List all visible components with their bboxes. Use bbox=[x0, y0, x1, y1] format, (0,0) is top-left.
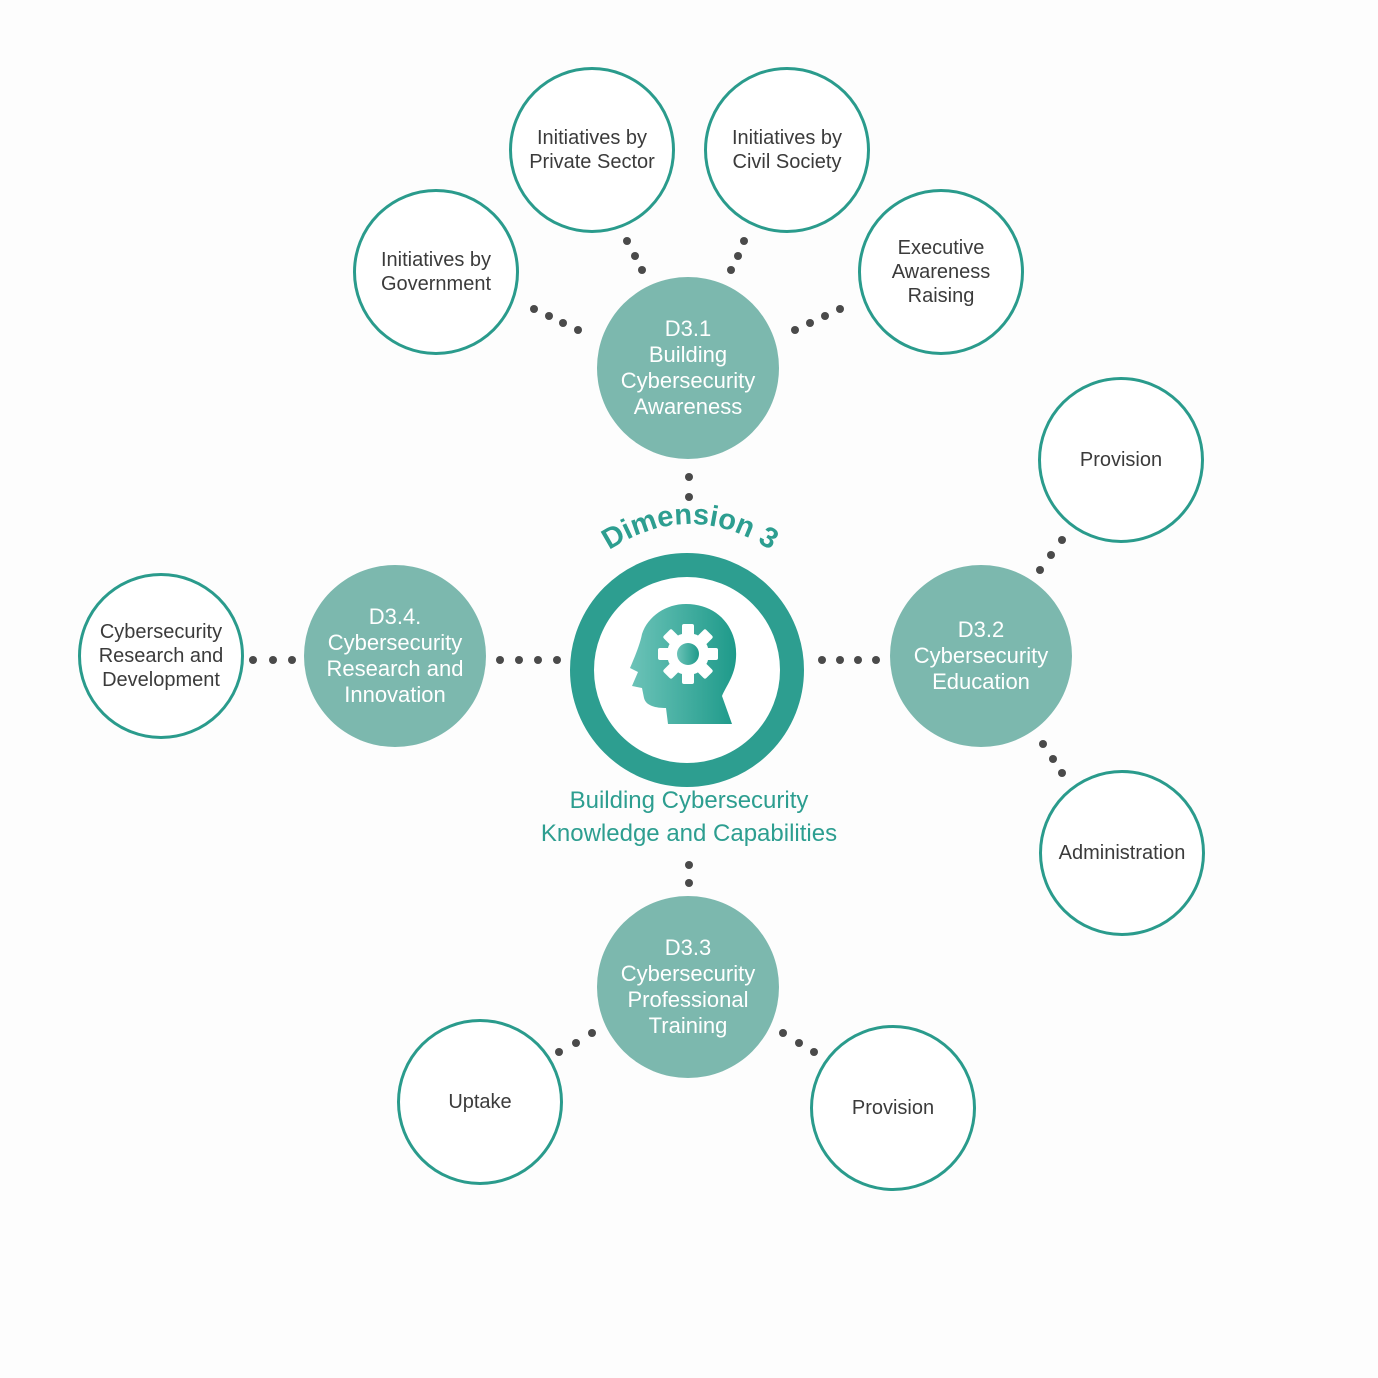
node-line: Awareness bbox=[891, 261, 991, 283]
node-line: Administration bbox=[1058, 842, 1186, 864]
connector-dot bbox=[571, 1038, 580, 1047]
connector-dot bbox=[836, 305, 844, 313]
svg-text:Dimension 3: Dimension 3 bbox=[596, 499, 783, 556]
connector-dot bbox=[515, 656, 523, 664]
connector-dot bbox=[288, 656, 296, 664]
connector-dot bbox=[496, 656, 504, 664]
connector-dot bbox=[818, 656, 826, 664]
connector-dot bbox=[530, 305, 538, 313]
node-line: Building bbox=[648, 342, 728, 367]
subtitle-line: Knowledge and Capabilities bbox=[540, 820, 838, 847]
connector-dot bbox=[685, 861, 693, 869]
node-line: Research and bbox=[98, 645, 224, 667]
dimension-title: Dimension 3 bbox=[596, 499, 783, 556]
dimension-subtitle: Building Cybersecurity Knowledge and Cap… bbox=[489, 784, 889, 850]
node-line: Research and bbox=[326, 656, 464, 681]
node-line: Cybersecurity bbox=[620, 961, 756, 986]
subdimension-d3-1: D3.1 Building Cybersecurity Awareness bbox=[597, 277, 779, 459]
connector-dot bbox=[727, 266, 735, 274]
node-line: Awareness bbox=[633, 394, 743, 419]
node-line: Development bbox=[102, 669, 220, 691]
factor-executive-awareness-raising: Executive Awareness Raising bbox=[858, 189, 1024, 355]
connector-dot bbox=[794, 1038, 803, 1047]
factor-initiatives-government: Initiatives by Government bbox=[353, 189, 519, 355]
node-line: Private Sector bbox=[529, 151, 655, 173]
connector-dot bbox=[685, 879, 693, 887]
factor-initiatives-private-sector: Initiatives by Private Sector bbox=[509, 67, 675, 233]
connector-dot bbox=[630, 251, 639, 260]
connector-dot bbox=[821, 312, 829, 320]
node-line: Innovation bbox=[344, 682, 446, 707]
connector-dot bbox=[638, 266, 646, 274]
node-line: D3.2 bbox=[957, 617, 1005, 642]
factor-education-administration: Administration bbox=[1039, 770, 1205, 936]
subdimension-d3-3: D3.3 Cybersecurity Professional Training bbox=[597, 896, 779, 1078]
connector-dot bbox=[1058, 769, 1066, 777]
connector-dot bbox=[268, 656, 277, 664]
factor-education-provision: Provision bbox=[1038, 377, 1204, 543]
connector-dot bbox=[1048, 754, 1057, 763]
connector-dot bbox=[791, 326, 799, 334]
connector-dot bbox=[588, 1029, 596, 1037]
connector-dot bbox=[685, 473, 693, 481]
connector-dot bbox=[553, 656, 561, 664]
dimension-title-text: Dimension 3 bbox=[596, 499, 783, 556]
node-line: Cybersecurity bbox=[913, 643, 1049, 668]
node-line: Professional bbox=[627, 987, 749, 1012]
connector-dot bbox=[623, 237, 631, 245]
node-line: D3.1 bbox=[664, 316, 712, 341]
connector-dot bbox=[249, 656, 257, 664]
subdimension-d3-2: D3.2 Cybersecurity Education bbox=[890, 565, 1072, 747]
connector-dot bbox=[544, 312, 553, 320]
connector-dot bbox=[733, 251, 742, 260]
node-line: Uptake bbox=[448, 1091, 512, 1113]
connector-dot bbox=[559, 319, 568, 327]
node-line: Provision bbox=[851, 1097, 935, 1119]
node-line: Initiatives by bbox=[380, 249, 492, 271]
node-line: Raising bbox=[907, 285, 975, 307]
node-line: Cybersecurity bbox=[327, 630, 463, 655]
node-line: Training bbox=[648, 1013, 728, 1038]
connector-dot bbox=[574, 326, 582, 334]
factor-initiatives-civil-society: Initiatives by Civil Society bbox=[704, 67, 870, 233]
node-line: D3.3 bbox=[664, 935, 712, 960]
subdimension-d3-4: D3.4. Cybersecurity Research and Innovat… bbox=[304, 565, 486, 747]
connector-dot bbox=[534, 656, 542, 664]
connector-dot bbox=[810, 1048, 818, 1056]
node-line: Executive bbox=[897, 237, 985, 259]
connector-dot bbox=[555, 1048, 563, 1056]
node-line: Initiatives by bbox=[536, 127, 648, 149]
connector-dot bbox=[854, 656, 862, 664]
connector-dot bbox=[685, 493, 693, 501]
factor-training-provision: Provision bbox=[810, 1025, 976, 1191]
factor-training-uptake: Uptake bbox=[397, 1019, 563, 1185]
node-line: Civil Society bbox=[732, 151, 842, 173]
node-line: D3.4. bbox=[368, 604, 422, 629]
connector-dot bbox=[740, 237, 748, 245]
node-line: Initiatives by bbox=[731, 127, 843, 149]
connector-dot bbox=[806, 319, 814, 327]
node-line: Cybersecurity bbox=[620, 368, 756, 393]
head-gear-icon bbox=[630, 604, 737, 724]
connector-dot bbox=[1047, 551, 1055, 559]
connector-dot bbox=[1039, 740, 1047, 748]
node-line: Cybersecurity bbox=[99, 621, 223, 643]
connector-dot bbox=[872, 656, 880, 664]
connector-dot bbox=[836, 656, 844, 664]
node-line: Education bbox=[932, 669, 1030, 694]
connector-dot bbox=[1036, 566, 1044, 574]
subtitle-line: Building Cybersecurity bbox=[569, 787, 809, 814]
connector-dot bbox=[779, 1029, 787, 1037]
node-line: Provision bbox=[1079, 449, 1163, 471]
factor-research-development: Cybersecurity Research and Development bbox=[78, 573, 244, 739]
connector-dot bbox=[1058, 536, 1066, 544]
node-line: Government bbox=[380, 273, 492, 295]
